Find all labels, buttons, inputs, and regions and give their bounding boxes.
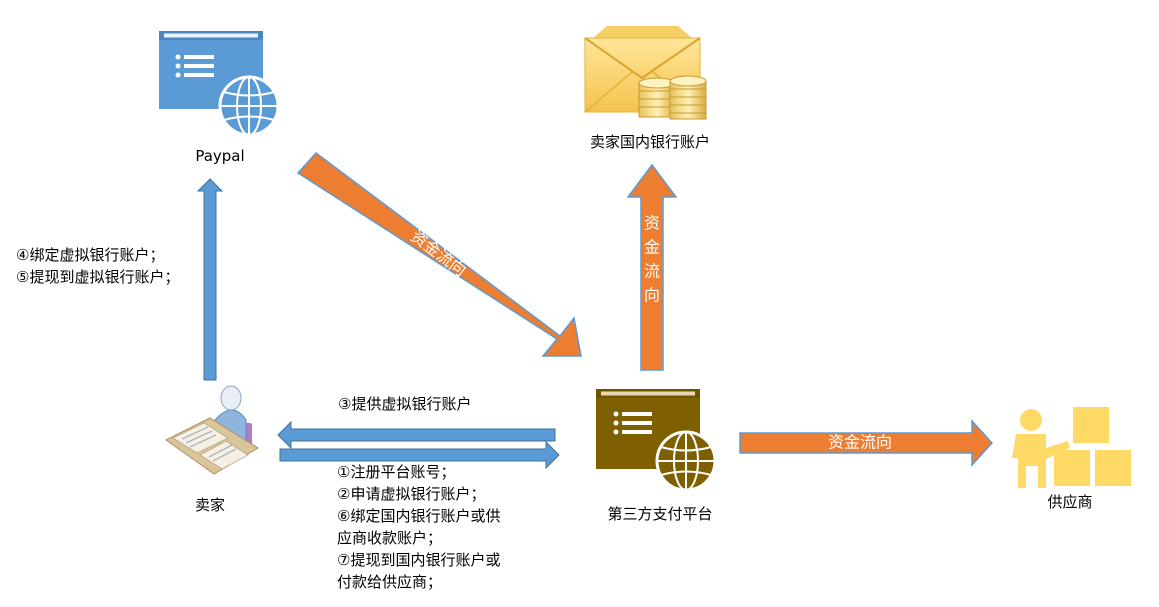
info-arrow-platform-to-seller xyxy=(277,420,556,450)
money-flow-char-1: 资 xyxy=(644,214,660,233)
money-arrow-paypal-to-platform: 资金流向 xyxy=(296,151,582,357)
money-arrow-platform-to-bank: 资 金 流 向 xyxy=(626,163,678,371)
globe-icon xyxy=(655,430,717,492)
money-flow-label: 资金流向 xyxy=(407,226,470,280)
step-item: ⑦提现到国内银行账户或 xyxy=(337,551,501,569)
node-label-supplier: 供应商 xyxy=(1047,493,1093,511)
step-item: ①注册平台账号； xyxy=(337,463,456,481)
step-item: ⑤提现到虚拟银行账户； xyxy=(16,268,180,286)
node-label-seller-bank: 卖家国内银行账户 xyxy=(589,133,710,151)
step-item: 应商收款账户； xyxy=(337,529,443,547)
money-arrow-platform-to-supplier: 资金流向 xyxy=(739,419,994,467)
money-flow-char-2: 金 xyxy=(644,238,660,257)
info-arrow-seller-to-platform xyxy=(279,440,560,470)
step-list-seller-to-paypal: ④绑定虚拟银行账户； ⑤提现到虚拟银行账户； xyxy=(16,244,179,288)
globe-icon xyxy=(218,75,280,137)
money-flow-label: 资金流向 xyxy=(828,433,892,452)
money-flow-char-4: 向 xyxy=(644,286,660,305)
step-item: 付款给供应商； xyxy=(337,573,443,591)
step-item: ②申请虚拟银行账户； xyxy=(337,485,486,503)
info-arrow-seller-to-paypal xyxy=(196,178,224,381)
person-at-desk-icon xyxy=(165,385,259,475)
node-label-platform: 第三方支付平台 xyxy=(607,505,713,523)
envelope-coins-icon xyxy=(584,26,707,120)
node-label-paypal: Paypal xyxy=(195,147,245,165)
step-list-seller-to-platform: ①注册平台账号； ②申请虚拟银行账户； ⑥绑定国内银行账户或供 应商收款账户； … xyxy=(337,461,500,593)
step-label-platform-to-seller: ③提供虚拟银行账户 xyxy=(338,395,472,413)
platform-window-icon xyxy=(596,389,717,492)
step-item: ④绑定虚拟银行账户； xyxy=(16,246,165,264)
step-item: ⑥绑定国内银行账户或供 xyxy=(337,507,501,525)
node-label-seller: 卖家 xyxy=(194,496,225,514)
money-flow-char-3: 流 xyxy=(644,262,660,281)
person-with-boxes-icon xyxy=(1012,407,1131,488)
coin-stack xyxy=(638,75,707,120)
paypal-window-icon xyxy=(159,31,280,137)
